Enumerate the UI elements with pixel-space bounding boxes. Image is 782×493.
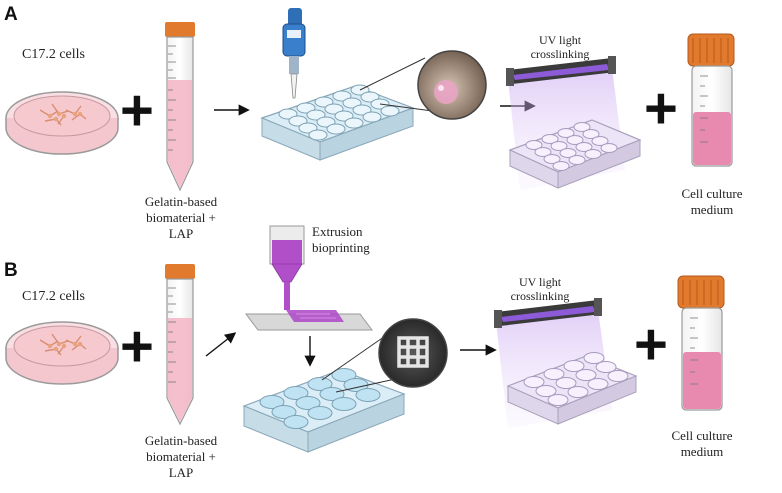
panel-a: A C17.2 cells +	[4, 4, 743, 241]
medium-label-a-1: Cell culture	[681, 186, 742, 201]
magnifier-icon	[321, 318, 448, 393]
tube-label-b-2: biomaterial +	[146, 449, 216, 464]
extrusion-label-2: bioprinting	[312, 240, 370, 255]
panel-b-letter: B	[4, 260, 18, 281]
arrow-icon	[205, 332, 237, 357]
pipette-icon	[282, 8, 306, 99]
medium-label-b-1: Cell culture	[671, 428, 732, 443]
conical-tube-icon: Gelatin-based biomaterial + LAP	[145, 264, 218, 480]
medium-label-b-2: medium	[681, 444, 724, 459]
medium-label-a-2: medium	[691, 202, 734, 217]
uv-label-a-1: UV light	[539, 33, 582, 47]
plus-b2: +	[634, 312, 668, 377]
extrusion-label-1: Extrusion	[312, 224, 363, 239]
plus-a1: +	[120, 78, 154, 143]
tube-label-a-3: LAP	[169, 226, 194, 241]
plus-b1: +	[120, 314, 154, 379]
culture-tube-icon: Cell culture medium	[671, 275, 733, 459]
well-plate-icon	[242, 368, 406, 453]
petri-dish-icon: C17.2 cells	[5, 289, 119, 385]
well-plate-icon	[260, 84, 415, 161]
magnifier-icon	[359, 50, 487, 120]
conical-tube-icon: Gelatin-based biomaterial + LAP	[145, 22, 218, 241]
tube-label-a-1: Gelatin-based	[145, 194, 218, 209]
cells-label-b: C17.2 cells	[22, 289, 85, 304]
cells-label-a: C17.2 cells	[22, 47, 85, 62]
well-plate-icon	[508, 119, 642, 189]
plus-a2: +	[644, 76, 678, 141]
culture-tube-icon: Cell culture medium	[681, 33, 743, 217]
well-plate-icon	[506, 352, 638, 425]
tube-label-b-1: Gelatin-based	[145, 433, 218, 448]
panel-b: B C17.2 cells +	[4, 224, 733, 480]
bioprinter-nozzle-icon: Extrusion bioprinting	[245, 224, 373, 331]
uv-label-a-2: crosslinking	[531, 47, 590, 61]
uv-label-b-2: crosslinking	[511, 289, 570, 303]
petri-dish-icon: C17.2 cells	[5, 47, 119, 155]
panel-a-letter: A	[4, 4, 18, 25]
uv-label-b-1: UV light	[519, 275, 562, 289]
tube-label-b-3: LAP	[169, 465, 194, 480]
tube-label-a-2: biomaterial +	[146, 210, 216, 225]
